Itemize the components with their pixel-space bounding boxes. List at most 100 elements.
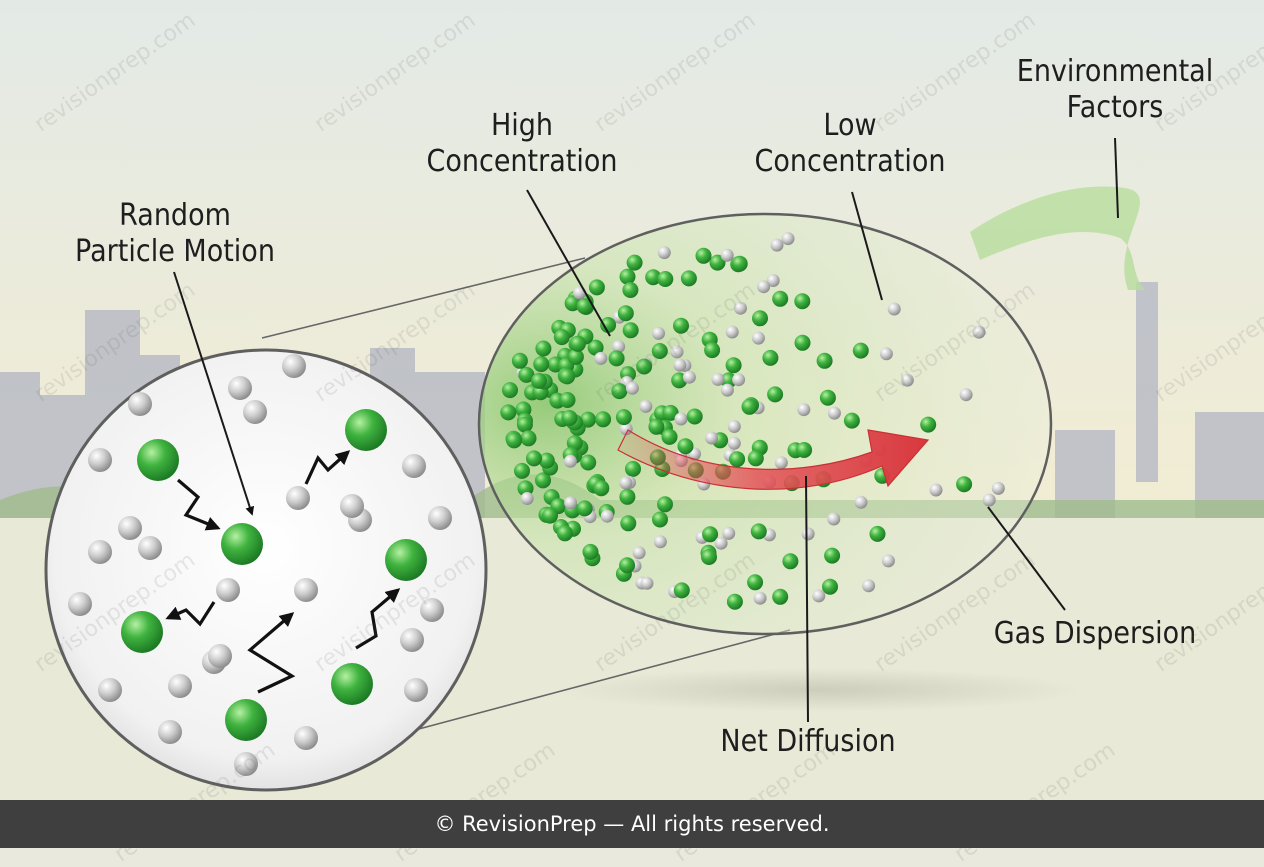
air-particle	[900, 373, 914, 387]
air-particle	[727, 420, 741, 433]
gas-particle	[657, 496, 673, 513]
gas-particle	[553, 329, 570, 346]
gas-particle	[561, 410, 578, 426]
air-particle	[340, 494, 364, 518]
gas-particle	[622, 322, 639, 339]
gas-particle	[701, 549, 717, 565]
gas-particle	[535, 340, 552, 357]
gas-particle	[819, 389, 836, 406]
air-particle	[827, 406, 841, 420]
air-particle	[594, 351, 608, 365]
gas-particle	[588, 279, 605, 296]
air-particle	[753, 591, 767, 605]
gas-particle	[652, 511, 668, 528]
gas-particle	[741, 398, 758, 415]
zigzag-arrow	[355, 588, 401, 650]
air-particle	[887, 302, 901, 316]
air-particle	[751, 331, 765, 345]
zigzag-arrows	[165, 450, 401, 694]
air-particle	[879, 347, 893, 361]
air-particle	[520, 492, 534, 505]
gas-particle	[772, 588, 789, 605]
air-particle	[862, 579, 876, 593]
air-particle	[674, 412, 688, 426]
gas-particle	[747, 574, 764, 591]
air-particle	[673, 358, 687, 372]
gas-particle	[611, 383, 628, 400]
gas-particle	[137, 439, 179, 481]
gas-particle	[726, 593, 743, 610]
air-particle	[991, 481, 1005, 495]
gas-particle	[767, 386, 784, 403]
air-particle	[158, 720, 182, 744]
random-motion-leader	[173, 271, 255, 516]
environmental-leader	[1114, 137, 1119, 219]
gas-particle	[619, 557, 636, 574]
gas-particle	[648, 418, 665, 435]
gas-particle	[920, 416, 937, 433]
air-particle	[404, 678, 428, 702]
net-diffusion-arrow	[617, 429, 930, 490]
gas-particle	[794, 293, 811, 310]
gas-particle	[576, 500, 593, 517]
zigzag-arrow	[247, 612, 296, 694]
gas-particle	[695, 247, 712, 264]
air-particle	[770, 238, 784, 252]
gas-particle	[620, 515, 637, 532]
air-particle	[711, 372, 725, 386]
air-particle	[781, 232, 795, 246]
air-particle	[714, 536, 728, 550]
net-diffusion-label: Net Diffusion	[720, 724, 896, 759]
gas-particle	[680, 270, 697, 287]
air-particle	[670, 345, 684, 359]
gas-particle	[502, 382, 518, 399]
leader-lines	[173, 137, 1119, 723]
air-particle	[612, 340, 626, 354]
gas-particle	[221, 523, 263, 565]
air-particle	[725, 325, 739, 339]
gas-particle	[569, 335, 586, 352]
gas-particle	[661, 428, 678, 445]
air-particle	[854, 495, 868, 509]
gas-particle	[636, 358, 653, 375]
gas-particle	[822, 578, 838, 595]
air-particle	[88, 540, 112, 564]
gas-particle	[587, 339, 604, 356]
gas-particle	[651, 343, 668, 359]
gas-particle	[559, 392, 576, 408]
high-concentration-label: High Concentration	[426, 108, 618, 179]
air-particle	[881, 554, 895, 568]
random-motion-label: Random Particle Motion	[75, 198, 275, 269]
zigzag-arrow	[304, 450, 351, 485]
gas-particle	[582, 543, 599, 560]
gas-particle	[121, 611, 163, 653]
air-particle	[720, 248, 734, 262]
air-particle	[727, 436, 741, 450]
gas-particle	[645, 269, 662, 286]
gas-particle	[615, 409, 632, 426]
gas-particle	[520, 430, 537, 447]
air-particle	[766, 274, 780, 287]
copyright-footer: © RevisionPrep — All rights reserved.	[0, 800, 1264, 848]
gas-particle	[752, 310, 768, 327]
air-particle	[619, 476, 633, 490]
air-particle	[564, 496, 578, 510]
air-particle	[216, 578, 240, 602]
gas-particle	[580, 454, 597, 471]
gas-particle	[625, 460, 641, 477]
air-particle	[652, 326, 665, 340]
air-particle	[734, 301, 747, 315]
gas-particle	[762, 349, 779, 366]
air-particle	[282, 354, 306, 378]
gas-particle	[500, 404, 517, 421]
gas-particle	[731, 255, 748, 272]
air-particle	[402, 454, 426, 478]
gas-dispersion-label: Gas Dispersion	[993, 616, 1197, 651]
air-particle	[294, 726, 318, 750]
air-particle	[138, 536, 162, 560]
air-particle	[88, 448, 112, 472]
air-particle	[959, 388, 973, 402]
air-particle	[682, 370, 696, 384]
air-particle	[705, 431, 719, 445]
gas-particle	[704, 342, 721, 359]
